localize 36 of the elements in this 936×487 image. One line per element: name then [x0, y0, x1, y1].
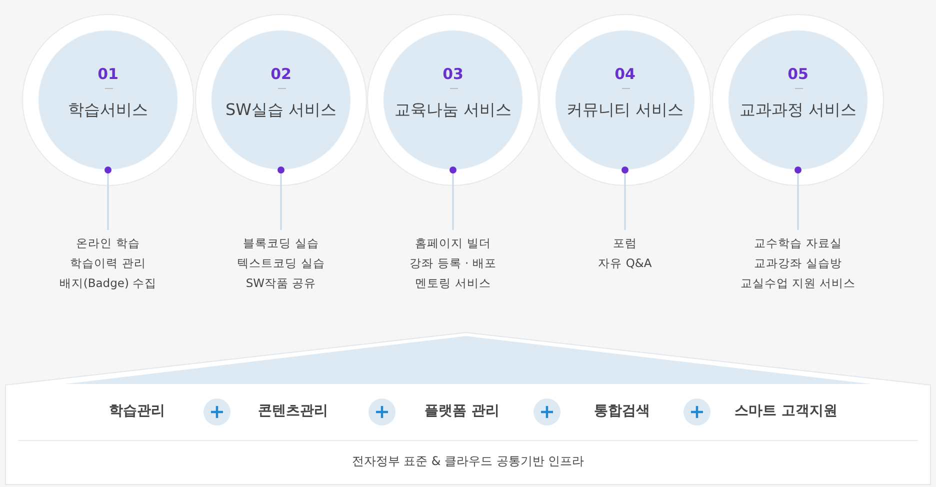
module-label: 콘텐츠관리: [258, 402, 328, 420]
module-label: 학습관리: [109, 402, 165, 420]
feature-text: 온라인 학습: [75, 235, 141, 252]
service-title: 교과과정 서비스: [738, 100, 858, 121]
feature-text: 블록코딩 실습: [242, 235, 320, 252]
service-title: 교육나눔 서비스: [393, 100, 513, 121]
feature-text: 멘토링 서비스: [414, 275, 492, 292]
module-label: 스마트 고객지원: [734, 402, 838, 420]
leader-line: [104, 166, 112, 230]
service-title: 커뮤니티 서비스: [565, 100, 685, 121]
feature-text: SW작품 공유: [244, 275, 318, 292]
leader-line: [278, 166, 284, 230]
platform-panel: [5, 332, 931, 485]
feature-text: 홈페이지 빌더: [414, 235, 492, 252]
feature-text: 교실수업 지원 서비스: [739, 275, 857, 292]
feature-text: 포럼: [612, 235, 638, 252]
feature-text: 강좌 등록 · 배포: [408, 255, 498, 272]
feature-text: 교수학습 자료실: [753, 235, 843, 252]
feature-text: 자유 Q&A: [597, 255, 653, 272]
step-number: 03: [442, 65, 464, 83]
feature-text: 교과강좌 실습방: [753, 255, 843, 272]
leader-line: [450, 166, 456, 230]
feature-text: 학습이력 관리: [69, 255, 147, 272]
leader-line: [794, 166, 802, 230]
module-label: 플랫폼 관리: [424, 402, 500, 420]
service-title: SW실습 서비스: [224, 100, 338, 121]
step-number: 05: [786, 65, 810, 83]
feature-text: 텍스트코딩 실습: [236, 255, 326, 272]
step-number: 04: [614, 65, 636, 83]
infrastructure-text: 전자정부 표준 & 클라우드 공통기반 인프라: [350, 453, 586, 470]
step-number: 02: [270, 65, 292, 83]
step-number: 01: [96, 65, 120, 83]
module-label: 통합검색: [594, 402, 650, 420]
feature-text: 배지(Badge) 수집: [58, 275, 158, 292]
leader-line: [622, 166, 628, 230]
service-title: 학습서비스: [67, 100, 149, 121]
